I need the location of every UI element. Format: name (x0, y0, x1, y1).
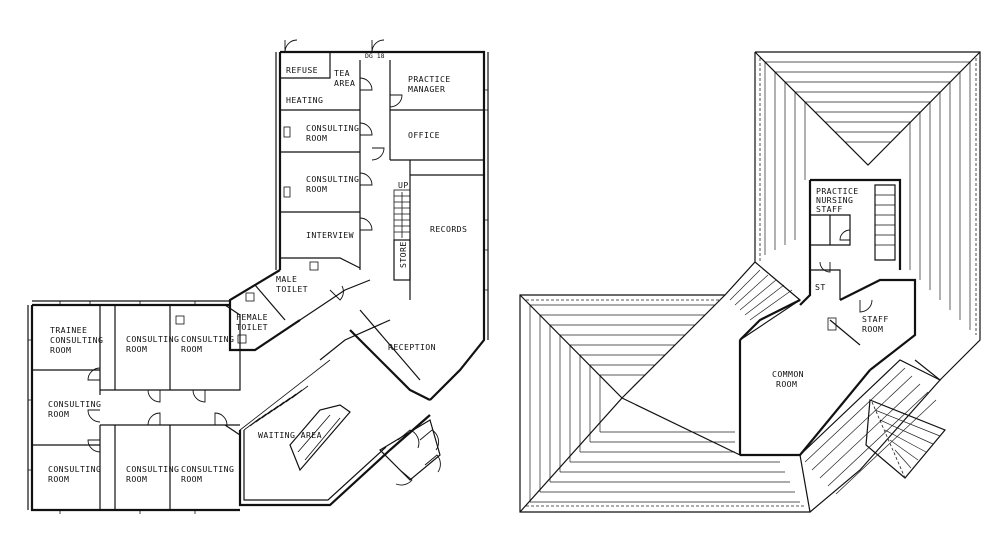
label-store: STORE (398, 241, 408, 268)
label-cr5-1: CONSULTING (48, 399, 101, 409)
label-records: RECORDS (430, 224, 467, 234)
label-cr3-2: ROOM (126, 344, 147, 354)
label-cr8-1: CONSULTING (181, 464, 234, 474)
label-female-2: TOILET (236, 322, 268, 332)
label-cr2-1: CONSULTING (306, 174, 359, 184)
label-pm-1: PRACTICE (408, 74, 451, 84)
label-cr2-2: ROOM (306, 184, 327, 194)
label-trainee-3: ROOM (50, 345, 71, 355)
label-common-1: COMMON (772, 369, 804, 379)
label-trainee-2: CONSULTING (50, 335, 103, 345)
label-common-2: ROOM (776, 379, 797, 389)
label-trainee-1: TRAINEE (50, 325, 87, 335)
label-cr4-1: CONSULTING (181, 334, 234, 344)
label-cr7-2: ROOM (126, 474, 147, 484)
label-staff-1: STAFF (862, 314, 889, 324)
label-cr6-1: CONSULTING (48, 464, 101, 474)
roof-southeast (799, 359, 946, 513)
label-tea-2: AREA (334, 78, 355, 88)
roof-north (754, 51, 981, 381)
first-floor-rooms: PRACTICE NURSING STAFF ST STAFF ROOM COM… (738, 178, 917, 457)
label-pns-2: NURSING (816, 195, 853, 205)
label-cr1-2: ROOM (306, 133, 327, 143)
door-swings (87, 39, 441, 486)
label-cr6-2: ROOM (48, 474, 69, 484)
label-cr5-2: ROOM (48, 409, 69, 419)
first-floor-roof-plan: PRACTICE NURSING STAFF ST STAFF ROOM COM… (519, 51, 981, 513)
label-cr7-1: CONSULTING (126, 464, 179, 474)
label-heating: HEATING (286, 95, 323, 105)
roof-west (519, 261, 811, 513)
ground-floor-plan: REFUSE TEA AREA DG 18 HEATING PRACTICE M… (27, 39, 489, 514)
label-reception: RECEPTION (388, 342, 436, 352)
label-waiting: WAITING AREA (258, 430, 322, 440)
label-office: OFFICE (408, 130, 440, 140)
label-male-2: TOILET (276, 284, 308, 294)
label-cr3-1: CONSULTING (126, 334, 179, 344)
label-cr8-2: ROOM (181, 474, 202, 484)
label-staff-2: ROOM (862, 324, 883, 334)
label-up: UP (398, 180, 409, 190)
label-dg: DG 18 (365, 52, 385, 60)
label-female-1: FEMALE (236, 312, 268, 322)
label-refuse: REFUSE (286, 65, 318, 75)
label-pns-1: PRACTICE (816, 186, 859, 196)
label-pm-2: MANAGER (408, 84, 445, 94)
label-interview: INTERVIEW (306, 230, 354, 240)
label-cr4-2: ROOM (181, 344, 202, 354)
label-male-1: MALE (276, 274, 297, 284)
label-pns-3: STAFF (816, 204, 843, 214)
stairs (393, 189, 411, 241)
label-cr1-1: CONSULTING (306, 123, 359, 133)
label-tea-1: TEA (334, 68, 350, 78)
label-st: ST (815, 282, 826, 292)
